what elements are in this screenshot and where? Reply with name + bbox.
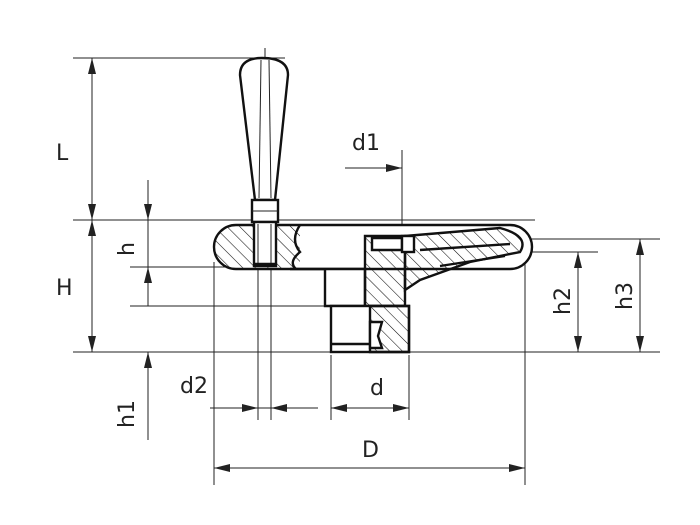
label-H: H: [56, 276, 73, 301]
handle-grip: [238, 56, 290, 224]
dimension-lines: [88, 58, 644, 472]
label-L: L: [56, 141, 69, 166]
label-d1: d1: [352, 131, 380, 156]
label-h1: h1: [115, 400, 140, 428]
label-h2: h2: [551, 287, 576, 315]
hub-section: [290, 226, 524, 308]
extension-lines: [73, 57, 660, 485]
label-h3: h3: [613, 282, 638, 310]
label-h: h: [115, 242, 140, 256]
label-d2: d2: [180, 374, 208, 399]
label-D: D: [362, 438, 379, 463]
label-d: d: [370, 376, 384, 401]
lower-boss: [329, 304, 411, 354]
